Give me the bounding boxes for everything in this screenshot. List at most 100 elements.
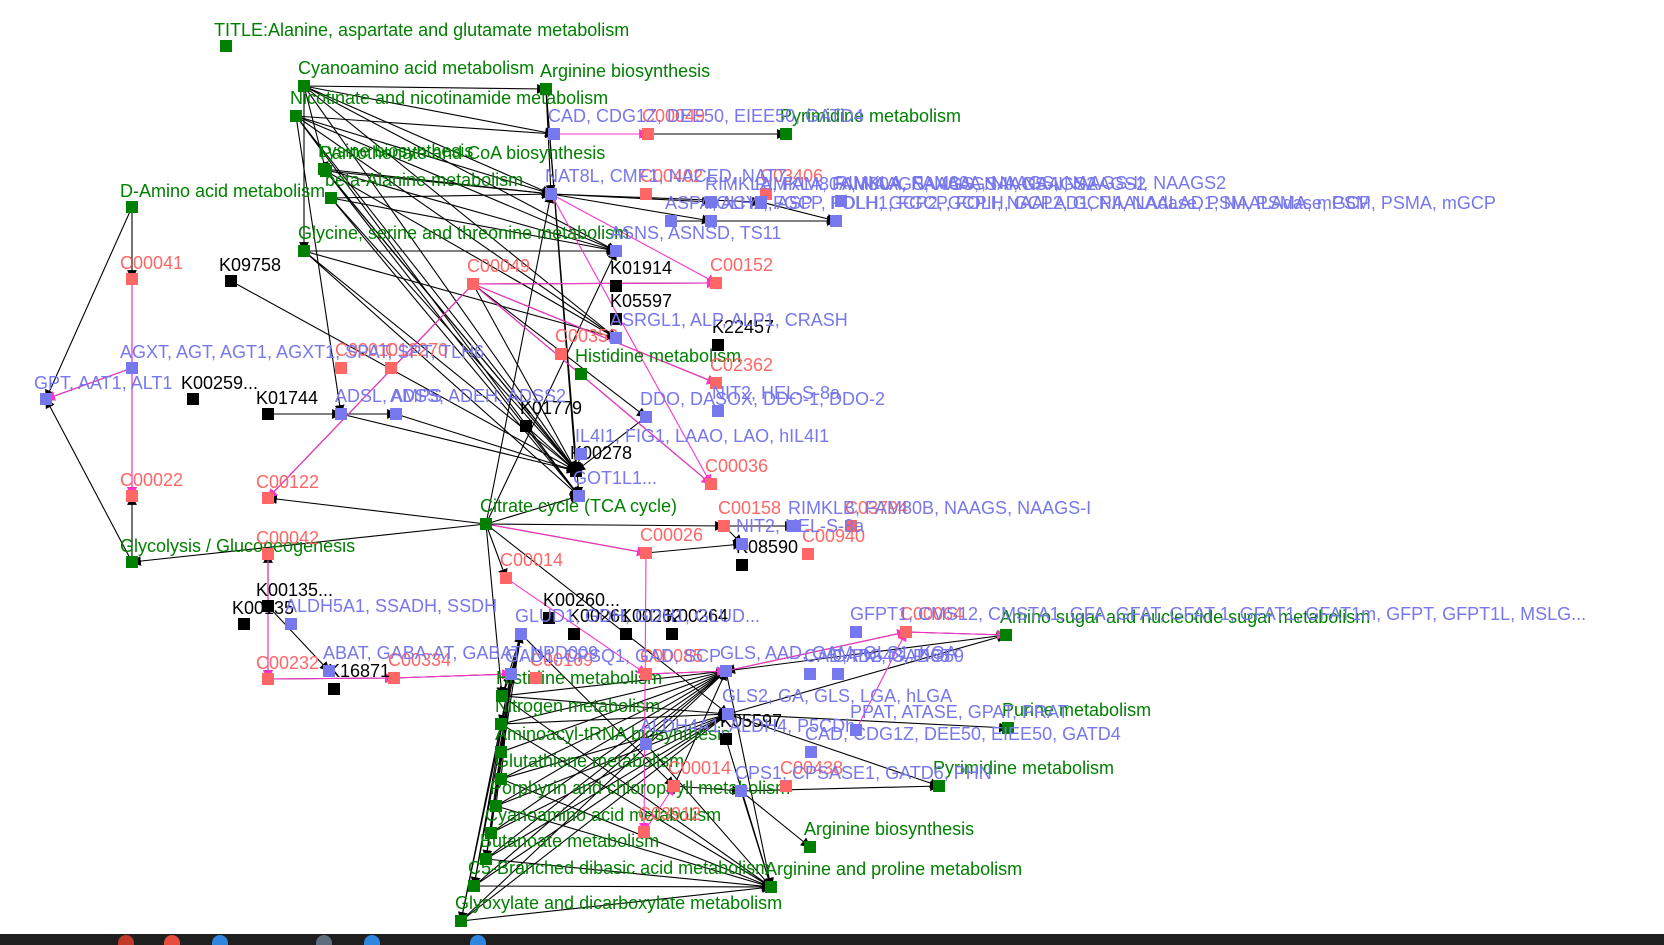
compound-node[interactable]: C03912 xyxy=(638,804,701,838)
gene-node[interactable]: NIT2, HEL-S-8a xyxy=(712,383,841,417)
gene-node-marker[interactable] xyxy=(610,245,622,257)
map-node[interactable]: Porphyrin and chlorophyll metabolism xyxy=(490,778,790,812)
gene-node-marker[interactable] xyxy=(755,196,767,208)
gene-node-marker[interactable] xyxy=(735,785,747,797)
ko-node-marker[interactable] xyxy=(187,393,199,405)
map-node-marker[interactable] xyxy=(298,245,310,257)
map-node[interactable]: Pyrimidine metabolism xyxy=(780,106,961,140)
map-node[interactable]: Histidine metabolism xyxy=(575,346,741,380)
compound-node[interactable]: C00014 xyxy=(668,758,731,792)
map-node[interactable]: Arginine biosynthesis xyxy=(540,61,710,95)
compound-node-marker[interactable] xyxy=(705,478,717,490)
map-node[interactable]: Aminoacyl-tRNA biosynthesis xyxy=(495,724,730,758)
gene-node[interactable]: RIMKLA, FAM80A, NAAGS, NAAGS-II, NAAGS2 xyxy=(835,173,1226,207)
ko-node-marker[interactable] xyxy=(610,280,622,292)
compound-node[interactable]: C00022 xyxy=(120,470,183,502)
gene-node-marker[interactable] xyxy=(515,628,527,640)
gene-node[interactable]: ABAT, GABA-AT, GABAT, NPD009 xyxy=(323,643,598,677)
map-node[interactable]: Purine metabolism xyxy=(1002,700,1151,734)
map-node-marker[interactable] xyxy=(455,915,467,927)
compound-node-marker[interactable] xyxy=(530,672,542,684)
gene-node[interactable]: GAD1, CPSQ1, GAD, SCP xyxy=(505,646,721,680)
gene-node-marker[interactable] xyxy=(640,411,652,423)
gene-node[interactable]: CAD, CDG1Z, DEE50, EIEE50, GATD4 xyxy=(805,724,1121,758)
map-node[interactable]: TITLE:Alanine, aspartate and glutamate m… xyxy=(214,20,629,52)
ko-node-marker[interactable] xyxy=(570,465,582,477)
map-node[interactable]: Glyoxylate and dicarboxylate metabolism xyxy=(455,893,782,927)
gene-node[interactable]: RIMKLA, FAM80A, NAAGS, NAAGS-II, NAAGS2 xyxy=(705,174,1096,208)
ko-node[interactable]: K00261 xyxy=(568,606,630,640)
gene-node-marker[interactable] xyxy=(705,196,717,208)
gene-node-marker[interactable] xyxy=(722,708,734,720)
map-node[interactable]: Arginine biosynthesis xyxy=(804,819,974,853)
gene-node-marker[interactable] xyxy=(545,188,557,200)
ko-node-marker[interactable] xyxy=(666,628,678,640)
ko-node-marker[interactable] xyxy=(262,408,274,420)
gene-node-marker[interactable] xyxy=(805,746,817,758)
compound-node-marker[interactable] xyxy=(640,547,652,559)
map-node[interactable]: Arginine and proline metabolism xyxy=(765,859,1022,893)
map-node[interactable]: Glutathione metabolism xyxy=(495,751,684,785)
map-node[interactable]: D-Amino acid metabolism xyxy=(120,181,325,213)
map-node[interactable]: Pyrimidine metabolism xyxy=(933,758,1114,792)
map-node-marker[interactable] xyxy=(298,80,310,92)
gene-node-marker[interactable] xyxy=(548,128,560,140)
map-node-marker[interactable] xyxy=(1000,629,1012,641)
gene-node[interactable]: NIT2, HEL-S-8a xyxy=(736,516,865,550)
ko-node[interactable]: K01779 xyxy=(520,398,582,432)
gene-node-marker[interactable] xyxy=(804,668,816,680)
gene-node[interactable]: CPS1, CPSASE1, GATD6, PHN xyxy=(735,763,992,797)
ko-node-marker[interactable] xyxy=(262,600,274,612)
gene-node[interactable]: IL4I1, FIG1, LAAO, LAO, hIL4I1 xyxy=(575,426,829,460)
map-node-marker[interactable] xyxy=(933,780,945,792)
map-node[interactable]: Glycine, serine and threonine metabolism xyxy=(298,223,629,257)
gene-node[interactable]: FOLH1, FGCP, FOLH, GCP2, GCPII, NAALAD1,… xyxy=(830,193,1496,227)
map-node[interactable]: Nicotinate and nicotinamide metabolism xyxy=(290,88,608,122)
ko-node[interactable]: K01744 xyxy=(256,388,318,420)
gene-node[interactable]: ALDH4A1, ALDH4, P5CDh xyxy=(640,716,855,750)
map-node-marker[interactable] xyxy=(126,201,138,213)
gene-node[interactable]: FOLH1, FGCP, FOLH, GCP2, GCPII, NAALAD1,… xyxy=(705,193,1371,227)
gene-node-marker[interactable] xyxy=(323,665,335,677)
gene-node-marker[interactable] xyxy=(720,665,732,677)
taskbar-app-icon[interactable] xyxy=(212,935,228,945)
ko-node-marker[interactable] xyxy=(238,618,250,630)
map-node-marker[interactable] xyxy=(495,746,507,758)
ko-node[interactable]: K00260... xyxy=(543,590,620,624)
compound-node-marker[interactable] xyxy=(262,492,274,504)
map-node[interactable]: Pantothenate and CoA biosynthesis xyxy=(320,143,605,177)
map-node-marker[interactable] xyxy=(480,853,492,865)
compound-node-marker[interactable] xyxy=(638,826,650,838)
compound-node[interactable]: C00352 xyxy=(555,326,618,360)
compound-node-marker[interactable] xyxy=(900,626,912,638)
ko-node-marker[interactable] xyxy=(712,339,724,351)
map-node[interactable]: Citrate cycle (TCA cycle) xyxy=(480,496,677,530)
gene-node-marker[interactable] xyxy=(712,405,724,417)
map-node-marker[interactable] xyxy=(495,718,507,730)
compound-node[interactable]: C00049 xyxy=(642,106,705,140)
compound-node-marker[interactable] xyxy=(668,780,680,792)
compound-node-marker[interactable] xyxy=(262,548,274,560)
compound-node-marker[interactable] xyxy=(710,377,722,389)
map-node-marker[interactable] xyxy=(780,128,792,140)
map-node-marker[interactable] xyxy=(1002,722,1014,734)
map-node[interactable]: Cyanoamino acid metabolism xyxy=(298,58,534,92)
compound-node-marker[interactable] xyxy=(710,277,722,289)
gene-node-marker[interactable] xyxy=(285,618,297,630)
map-node-marker[interactable] xyxy=(495,773,507,785)
map-node-marker[interactable] xyxy=(220,40,232,52)
compound-node[interactable]: C00064 xyxy=(900,604,963,638)
compound-node[interactable]: C00402 xyxy=(640,166,703,200)
map-node-marker[interactable] xyxy=(490,800,502,812)
map-node[interactable]: beta-Alanine metabolism xyxy=(325,170,523,204)
gene-node[interactable]: RIMKLB, FAM80B, NAAGS, NAAGS-I xyxy=(788,498,1091,532)
ko-node[interactable]: K05597 xyxy=(720,711,782,745)
gene-node[interactable]: ADSS, ADEH, ADSS2 xyxy=(390,386,566,420)
compound-node-marker[interactable] xyxy=(802,548,814,560)
gene-node[interactable]: GPT, AAT1, ALT1 xyxy=(34,373,172,405)
compound-node[interactable]: C00169 xyxy=(530,650,593,684)
gene-node-marker[interactable] xyxy=(640,738,652,750)
compound-node[interactable]: C00036 xyxy=(705,456,768,490)
map-node-marker[interactable] xyxy=(126,556,138,568)
map-node-marker[interactable] xyxy=(765,881,777,893)
